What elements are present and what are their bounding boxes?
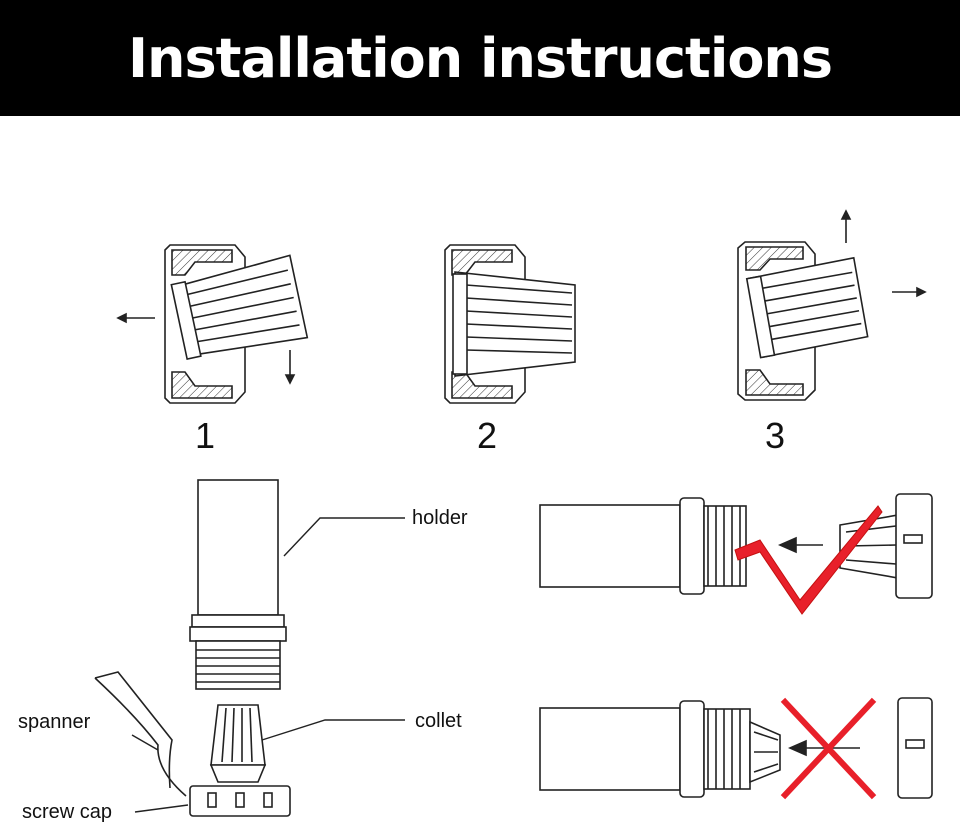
wrong-assembly bbox=[539, 697, 933, 799]
cross-mark-icon bbox=[780, 697, 877, 800]
step-number-2: 2 bbox=[477, 415, 497, 456]
label-collet: collet bbox=[415, 710, 462, 732]
correct-assembly bbox=[539, 493, 933, 599]
label-spanner: spanner bbox=[18, 711, 91, 733]
label-screw-cap: screw cap bbox=[22, 801, 112, 823]
step-1-diagram bbox=[116, 244, 309, 404]
step-3-diagram bbox=[737, 209, 927, 401]
screw-cap-part bbox=[189, 785, 291, 817]
holder-part bbox=[189, 479, 287, 690]
collet-part bbox=[209, 704, 267, 783]
check-mark-icon bbox=[734, 505, 883, 615]
page-title: Installation instructions bbox=[127, 26, 833, 90]
leader-lines bbox=[131, 517, 405, 813]
title-banner: Installation instructions bbox=[0, 0, 960, 116]
label-holder: holder bbox=[412, 507, 468, 529]
spanner-part bbox=[94, 671, 187, 797]
step-2-diagram bbox=[444, 244, 576, 404]
step-number-3: 3 bbox=[765, 415, 785, 456]
step-number-1: 1 bbox=[195, 415, 215, 456]
